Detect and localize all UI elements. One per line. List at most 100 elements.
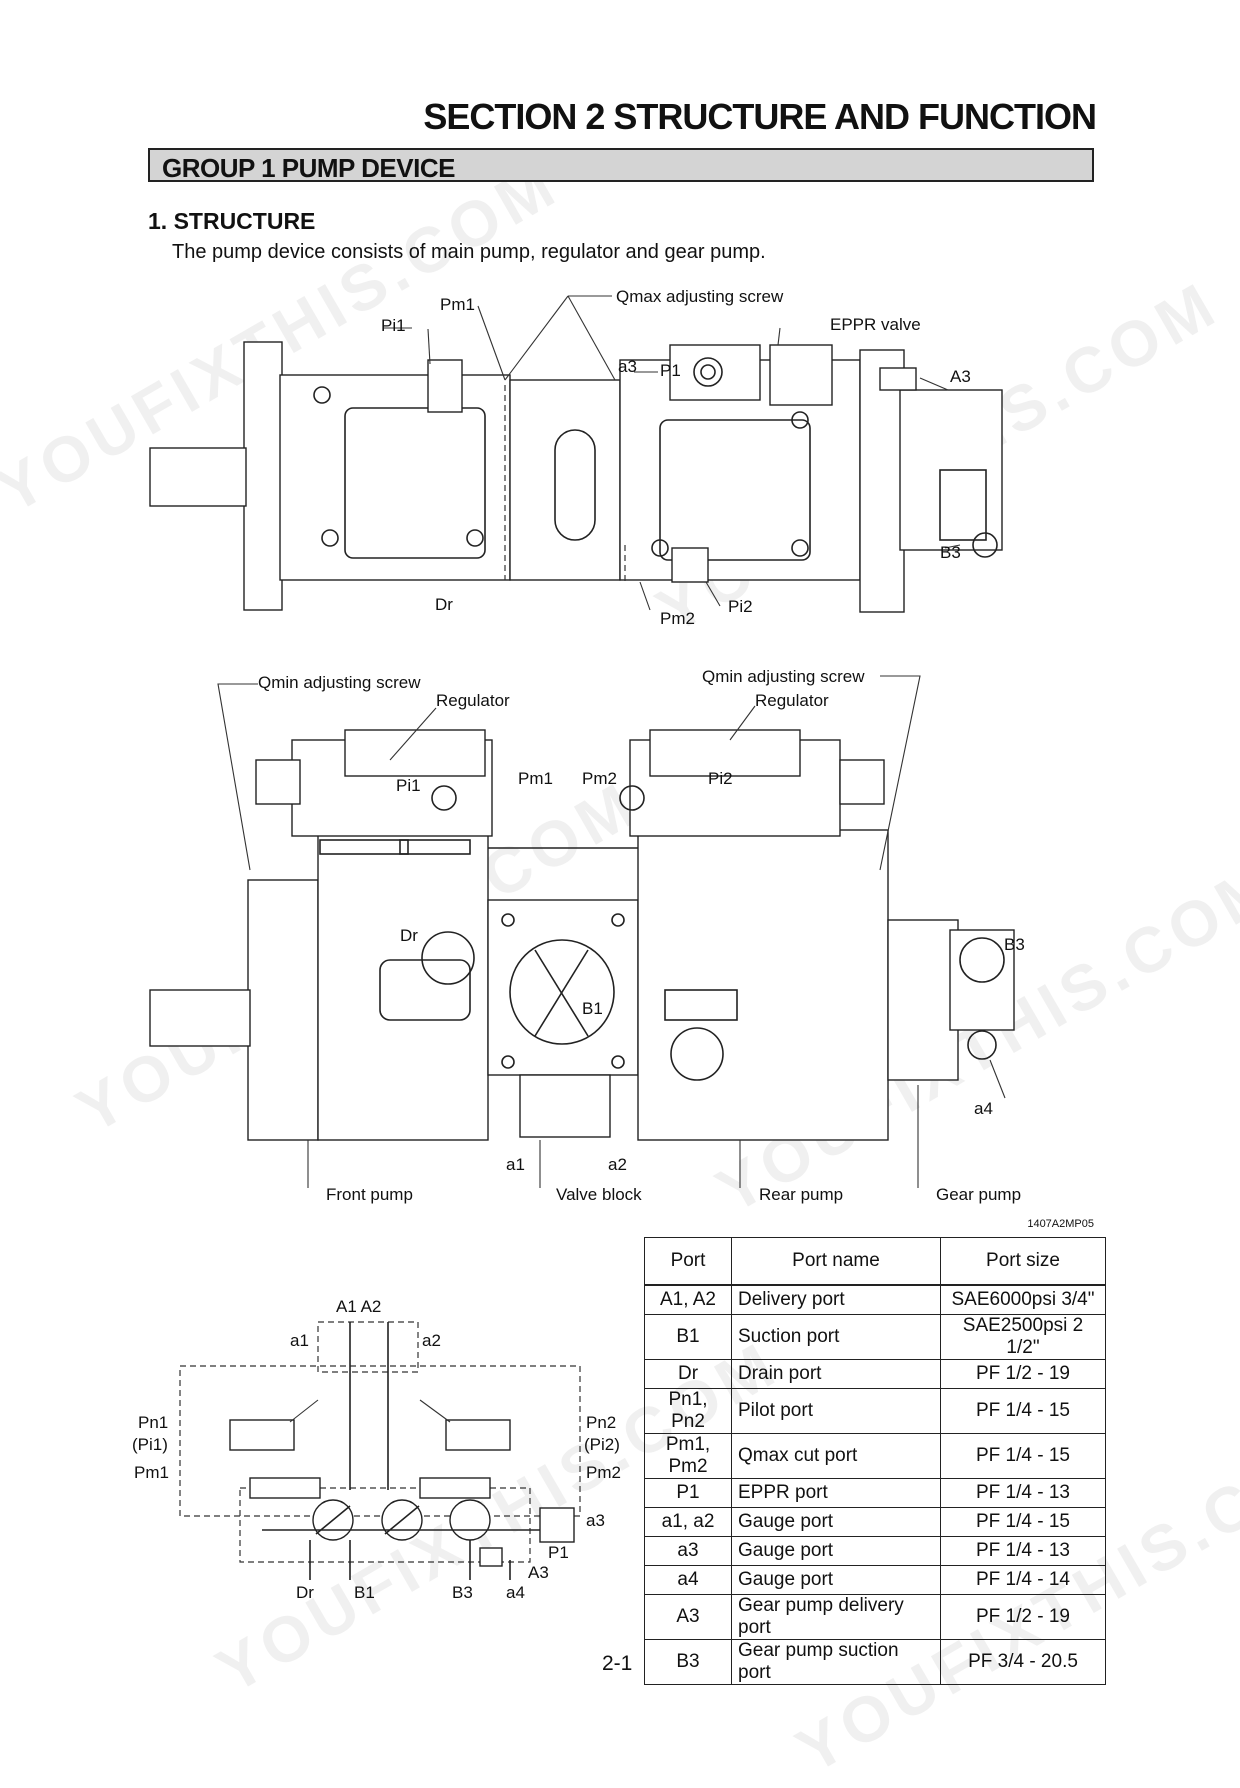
label-a1-a2-symbol: A1 A2 — [336, 1297, 381, 1316]
port-cell: B3 — [644, 1639, 732, 1685]
label-b3-top: B3 — [940, 543, 961, 562]
port-cell: Dr — [644, 1359, 732, 1389]
label-a1-side: a1 — [506, 1155, 525, 1174]
label-dr-symbol: Dr — [296, 1583, 314, 1602]
port-size-cell: PF 1/4 - 15 — [940, 1388, 1106, 1434]
port-cell: a4 — [644, 1565, 732, 1595]
label-pi2-side: Pi2 — [708, 769, 733, 788]
label-a3-port-top: A3 — [950, 367, 971, 386]
label-pm2-top: Pm2 — [660, 609, 695, 628]
header-port-size: Port size — [940, 1237, 1106, 1286]
group-title: GROUP 1 PUMP DEVICE — [162, 153, 455, 183]
section-title: SECTION 2 STRUCTURE AND FUNCTION — [423, 96, 1097, 137]
port-size-cell: PF 1/4 - 14 — [940, 1565, 1106, 1595]
label-qmax-adjusting-screw: Qmax adjusting screw — [616, 287, 784, 306]
port-name-cell: Gauge port — [731, 1507, 941, 1537]
label-valve-block: Valve block — [556, 1185, 642, 1204]
label-a1-symbol: a1 — [290, 1331, 309, 1350]
label-a3-port-symbol: A3 — [528, 1563, 549, 1582]
label-a2-side: a2 — [608, 1155, 627, 1174]
page-number: 2-1 — [602, 1652, 633, 1675]
port-size-cell: PF 3/4 - 20.5 — [940, 1639, 1106, 1685]
port-size-cell: PF 1/4 - 15 — [940, 1507, 1106, 1537]
header-port: Port — [644, 1237, 732, 1286]
label-b3-side: B3 — [1004, 935, 1025, 954]
port-size-cell: PF 1/4 - 13 — [940, 1478, 1106, 1508]
port-cell: A3 — [644, 1594, 732, 1640]
label-pi1-symbol: (Pi1) — [132, 1435, 168, 1454]
structure-heading: 1. STRUCTURE — [148, 208, 316, 234]
label-pi2-top: Pi2 — [728, 597, 753, 616]
port-cell: B1 — [644, 1314, 732, 1360]
label-a2-symbol: a2 — [422, 1331, 441, 1350]
label-qmin-adjusting-screw-left: Qmin adjusting screw — [258, 673, 421, 692]
label-a3-symbol: a3 — [586, 1511, 605, 1530]
port-cell: A1, A2 — [644, 1284, 732, 1315]
port-name-cell: Suction port — [731, 1314, 941, 1360]
label-pn1-symbol: Pn1 — [138, 1413, 168, 1432]
label-eppr-valve: EPPR valve — [830, 315, 921, 334]
port-size-cell: PF 1/2 - 19 — [940, 1359, 1106, 1389]
group-heading-bar: GROUP 1 PUMP DEVICE — [148, 148, 1094, 183]
port-name-cell: EPPR port — [731, 1478, 941, 1508]
label-pm1-symbol: Pm1 — [134, 1463, 169, 1482]
label-a4-side: a4 — [974, 1099, 993, 1118]
label-pm1-top: Pm1 — [440, 295, 475, 314]
label-front-pump: Front pump — [326, 1185, 413, 1204]
port-cell: Pm1, Pm2 — [644, 1433, 732, 1479]
label-pm1-side: Pm1 — [518, 769, 553, 788]
label-gear-pump: Gear pump — [936, 1185, 1021, 1204]
port-cell: a1, a2 — [644, 1507, 732, 1537]
label-b1-symbol: B1 — [354, 1583, 375, 1602]
port-cell: P1 — [644, 1478, 732, 1508]
hydraulic-circuit-symbol — [179, 1321, 581, 1580]
port-name-cell: Gear pump delivery port — [731, 1594, 941, 1640]
label-a3-top: a3 — [618, 357, 637, 376]
label-qmin-adjusting-screw-right: Qmin adjusting screw — [702, 667, 865, 686]
label-b1-side: B1 — [582, 999, 603, 1018]
port-table-header-row: Port Port name Port size — [644, 1237, 1106, 1286]
label-regulator-left: Regulator — [436, 691, 510, 710]
label-p1-symbol: P1 — [548, 1543, 569, 1562]
port-name-cell: Gauge port — [731, 1565, 941, 1595]
port-name-cell: Qmax cut port — [731, 1433, 941, 1479]
port-size-cell: PF 1/4 - 13 — [940, 1536, 1106, 1566]
label-regulator-right: Regulator — [755, 691, 829, 710]
port-name-cell: Delivery port — [731, 1284, 941, 1315]
port-size-cell: PF 1/4 - 15 — [940, 1433, 1106, 1479]
label-pi1-side: Pi1 — [396, 776, 421, 795]
port-size-cell: PF 1/2 - 19 — [940, 1594, 1106, 1640]
port-cell: a3 — [644, 1536, 732, 1566]
label-dr-side: Dr — [400, 926, 418, 945]
pump-side-view — [149, 675, 1015, 1188]
port-name-cell: Gear pump suction port — [731, 1639, 941, 1685]
label-b3-symbol: B3 — [452, 1583, 473, 1602]
structure-description: The pump device consists of main pump, r… — [172, 241, 766, 263]
label-dr-top: Dr — [435, 595, 453, 614]
label-pm2-symbol: Pm2 — [586, 1463, 621, 1482]
label-p1-top: P1 — [660, 361, 681, 380]
port-name-cell: Pilot port — [731, 1388, 941, 1434]
label-pi1-top: Pi1 — [381, 316, 406, 335]
label-rear-pump: Rear pump — [759, 1185, 843, 1204]
port-size-cell: SAE2500psi 2 1/2" — [940, 1314, 1106, 1360]
port-cell: Pn1, Pn2 — [644, 1388, 732, 1434]
port-size-cell: SAE6000psi 3/4" — [940, 1284, 1106, 1315]
pump-top-view — [149, 295, 1003, 613]
port-name-cell: Drain port — [731, 1359, 941, 1389]
drawing-code: 1407A2MP05 — [1027, 1218, 1094, 1230]
label-pm2-side: Pm2 — [582, 769, 617, 788]
